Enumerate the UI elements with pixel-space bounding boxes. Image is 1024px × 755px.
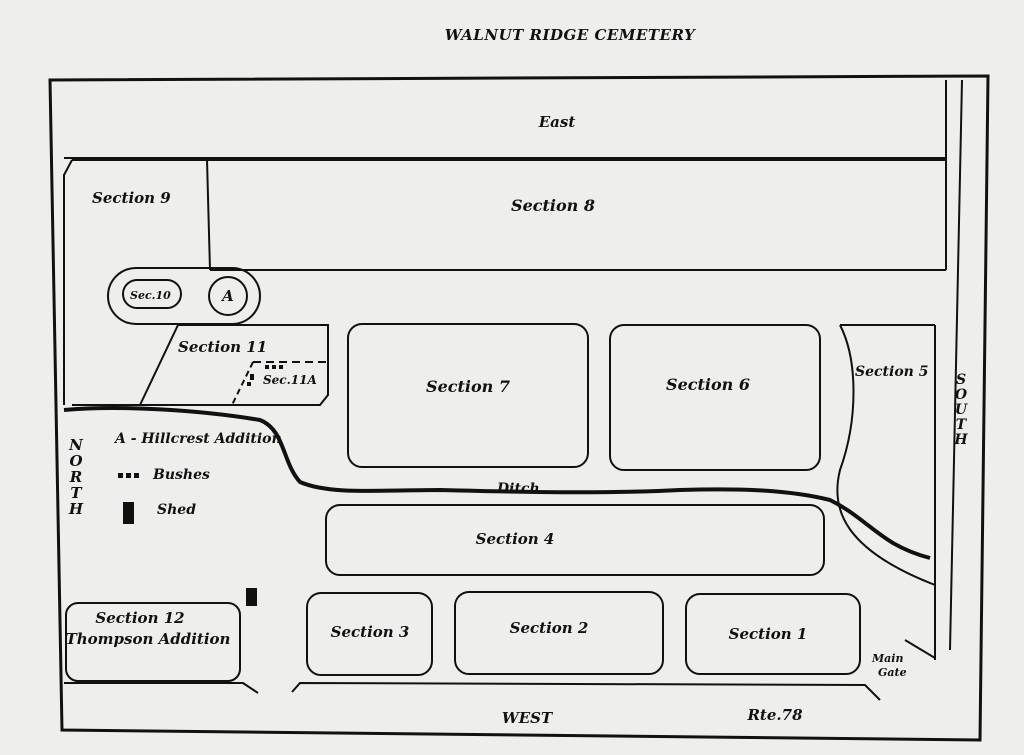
sec11a-divider — [231, 361, 254, 406]
section7-plot — [347, 323, 589, 468]
north-letter: N — [68, 436, 84, 454]
east-label: East — [538, 113, 576, 131]
south-letter: O — [955, 387, 968, 403]
gate-line — [904, 639, 936, 659]
sec10-label: Sec.10 — [130, 289, 171, 302]
cemetery-boundary — [48, 74, 990, 742]
section3-label: Section 3 — [331, 623, 410, 641]
section2-label: Section 2 — [510, 619, 589, 637]
section11-outline — [72, 324, 329, 406]
west-label: WEST — [502, 709, 554, 727]
section4-label: Section 4 — [476, 530, 555, 548]
sec10-outline — [122, 279, 182, 309]
section1-label: Section 1 — [729, 625, 808, 643]
west-road-line-right — [291, 681, 881, 701]
section11-label: Section 11 — [178, 338, 267, 356]
section3-plot — [306, 592, 433, 676]
south-letter: U — [955, 402, 968, 418]
section4-plot — [325, 504, 825, 576]
section9-divider — [206, 159, 211, 271]
south-letter: S — [956, 372, 966, 388]
north-letter: T — [70, 484, 83, 502]
bushes-marker-11a — [247, 365, 283, 386]
section8-label: Section 8 — [511, 196, 595, 215]
section-a-label: A — [220, 287, 234, 305]
section5-outline — [836, 324, 936, 586]
section9-label: Section 9 — [92, 189, 171, 207]
legend-shed: Shed — [157, 502, 196, 518]
section12-label: Section 12 — [95, 609, 184, 627]
main-gate-label-2: Gate — [878, 666, 907, 679]
section12-plot — [65, 602, 241, 682]
sec11a-label: Sec.11A — [263, 373, 317, 387]
map-title: WALNUT RIDGE CEMETERY — [445, 26, 696, 44]
north-letter: R — [69, 468, 82, 486]
section5-label: Section 5 — [855, 364, 928, 380]
section9-left-edge — [63, 159, 73, 405]
south-letter: T — [956, 417, 968, 433]
section1-plot — [685, 593, 861, 675]
legend-hillcrest: A - Hillcrest Addition — [113, 431, 282, 447]
south-letter: H — [953, 432, 968, 448]
south-road-line-outer — [949, 79, 963, 651]
north-letter: O — [69, 452, 82, 470]
section6-label: Section 6 — [666, 375, 750, 394]
ditch-label: Ditch — [496, 481, 540, 497]
shed-legend-symbol — [123, 502, 134, 524]
section12-sub-label: Thompson Addition — [66, 630, 231, 648]
legend-bushes: Bushes — [152, 467, 210, 483]
road-label: Rte.78 — [746, 706, 803, 724]
section6-plot — [609, 324, 821, 471]
shed-marker — [246, 588, 257, 606]
section-a-circle — [208, 276, 248, 316]
north-letter: H — [68, 500, 84, 518]
ditch-line — [63, 406, 931, 560]
bushes-legend-symbol — [118, 473, 139, 478]
section7-label: Section 7 — [426, 377, 510, 396]
section2-plot — [454, 591, 664, 675]
west-road-line-left — [64, 682, 259, 694]
main-gate-label-1: Main — [871, 652, 903, 665]
